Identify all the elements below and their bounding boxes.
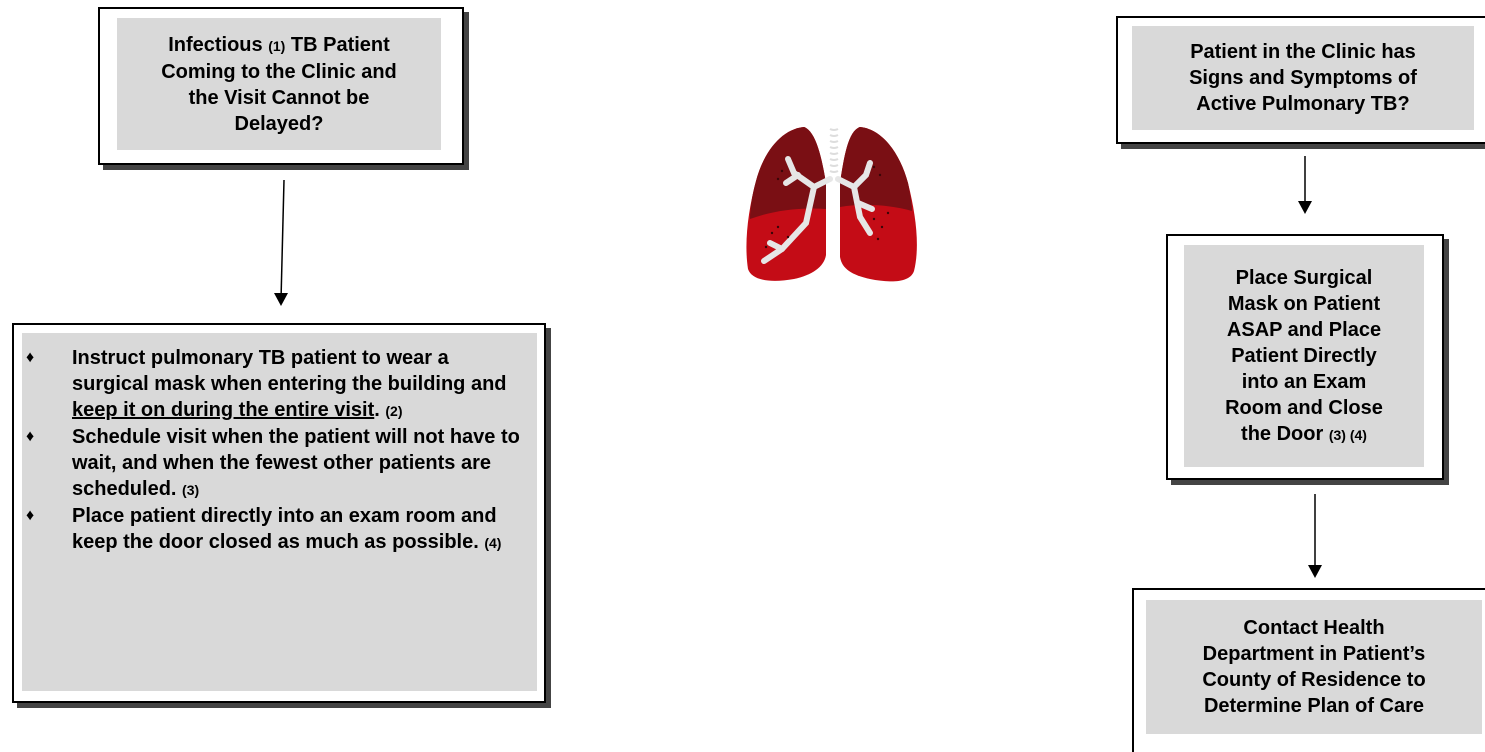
reference-3-4: (3) (4)	[1329, 427, 1367, 443]
text: the Door	[1241, 423, 1329, 445]
instruction-item-schedule: ♦ Schedule visit when the patient will n…	[22, 424, 522, 503]
text: Room and Close	[1225, 395, 1383, 421]
arrowhead-right-1	[1298, 201, 1312, 214]
text: ASAP and Place	[1225, 317, 1383, 343]
bullet-diamond-icon: ♦	[26, 503, 34, 529]
text: Patient Directly	[1225, 343, 1383, 369]
text: Patient in the Clinic has	[1189, 39, 1417, 65]
text: Coming to the Clinic and	[161, 59, 397, 85]
arrow-left	[281, 180, 284, 300]
box-surgical-mask: Place Surgical Mask on Patient ASAP and …	[1166, 234, 1444, 480]
text: Delayed?	[161, 111, 397, 137]
text: Contact Health	[1202, 615, 1425, 641]
text: Determine Plan of Care	[1202, 693, 1425, 719]
text: .	[374, 399, 385, 421]
box-infectious-patient: Infectious (1) TB Patient Coming to the …	[98, 7, 464, 165]
instruction-list: ♦ Instruct pulmonary TB patient to wear …	[22, 345, 522, 556]
text: into an Exam	[1225, 369, 1383, 395]
text: Place patient directly into an exam room…	[72, 505, 497, 553]
text: Place Surgical	[1225, 265, 1383, 291]
bullet-diamond-icon: ♦	[26, 345, 34, 371]
text: Infectious	[168, 34, 268, 56]
box-contact-health-dept: Contact Health Department in Patient’s C…	[1132, 588, 1485, 752]
arrowhead-left	[274, 293, 288, 306]
instruction-item-mask: ♦ Instruct pulmonary TB patient to wear …	[22, 345, 522, 424]
reference-3: (3)	[182, 482, 199, 498]
reference-4: (4)	[484, 535, 501, 551]
text: Signs and Symptoms of	[1189, 65, 1417, 91]
box-patient-symptoms: Patient in the Clinic has Signs and Symp…	[1116, 16, 1485, 144]
reference-2: (2)	[385, 403, 402, 419]
text: Schedule visit when the patient will not…	[72, 426, 520, 500]
instruction-item-exam-room: ♦ Place patient directly into an exam ro…	[22, 503, 522, 556]
underlined-text: keep it on during the entire visit	[72, 399, 374, 421]
text: Mask on Patient	[1225, 291, 1383, 317]
arrowhead-right-2	[1308, 565, 1322, 578]
text: TB Patient	[285, 34, 389, 56]
text: Instruct pulmonary TB patient to wear a …	[72, 347, 507, 395]
box-instructions: ♦ Instruct pulmonary TB patient to wear …	[12, 323, 546, 703]
bullet-diamond-icon: ♦	[26, 424, 34, 450]
text: the Visit Cannot be	[161, 85, 397, 111]
text: Department in Patient’s	[1202, 641, 1425, 667]
text: County of Residence to	[1202, 667, 1425, 693]
text: Active Pulmonary TB?	[1189, 91, 1417, 117]
lungs-icon	[742, 123, 922, 285]
reference-1: (1)	[268, 38, 285, 54]
